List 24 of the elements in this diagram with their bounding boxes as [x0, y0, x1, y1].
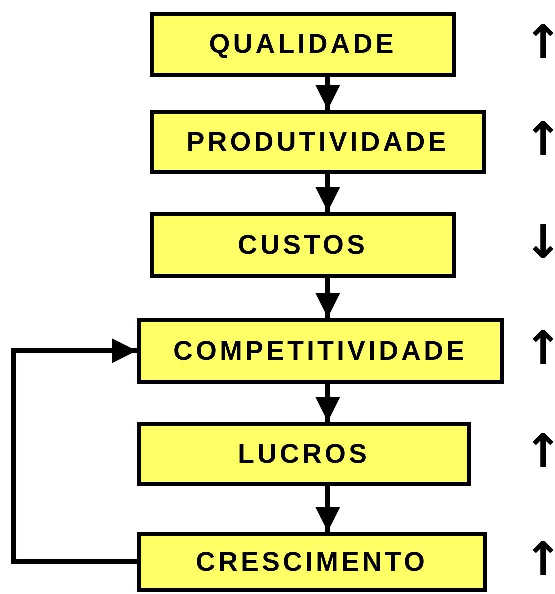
box-label: COMPETITIVIDADE — [173, 334, 468, 368]
process-box — [150, 212, 456, 278]
process-box — [137, 422, 471, 486]
box-label: CRESCIMENTO — [196, 546, 428, 579]
trend-arrow: ↑ — [524, 116, 555, 162]
arrow — [12, 338, 137, 564]
arrow — [316, 174, 340, 212]
box-label: CUSTOS — [238, 228, 368, 262]
box-label: QUALIDADE — [209, 28, 397, 62]
process-box — [150, 110, 486, 174]
process-box — [150, 12, 456, 77]
trend-arrow: ↑ — [524, 428, 555, 474]
box-label: PRODUTIVIDADE — [186, 126, 450, 159]
box-label: LUCROS — [238, 438, 370, 471]
process-box — [137, 318, 504, 384]
process-box — [137, 532, 487, 592]
trend-arrow: ↓ — [524, 219, 555, 265]
arrow — [316, 278, 340, 318]
trend-arrow: ↑ — [524, 325, 555, 371]
trend-arrow: ↑ — [524, 18, 555, 64]
arrow — [316, 384, 340, 422]
arrow — [316, 486, 340, 532]
trend-arrow: ↑ — [524, 536, 555, 582]
arrow — [316, 77, 340, 110]
